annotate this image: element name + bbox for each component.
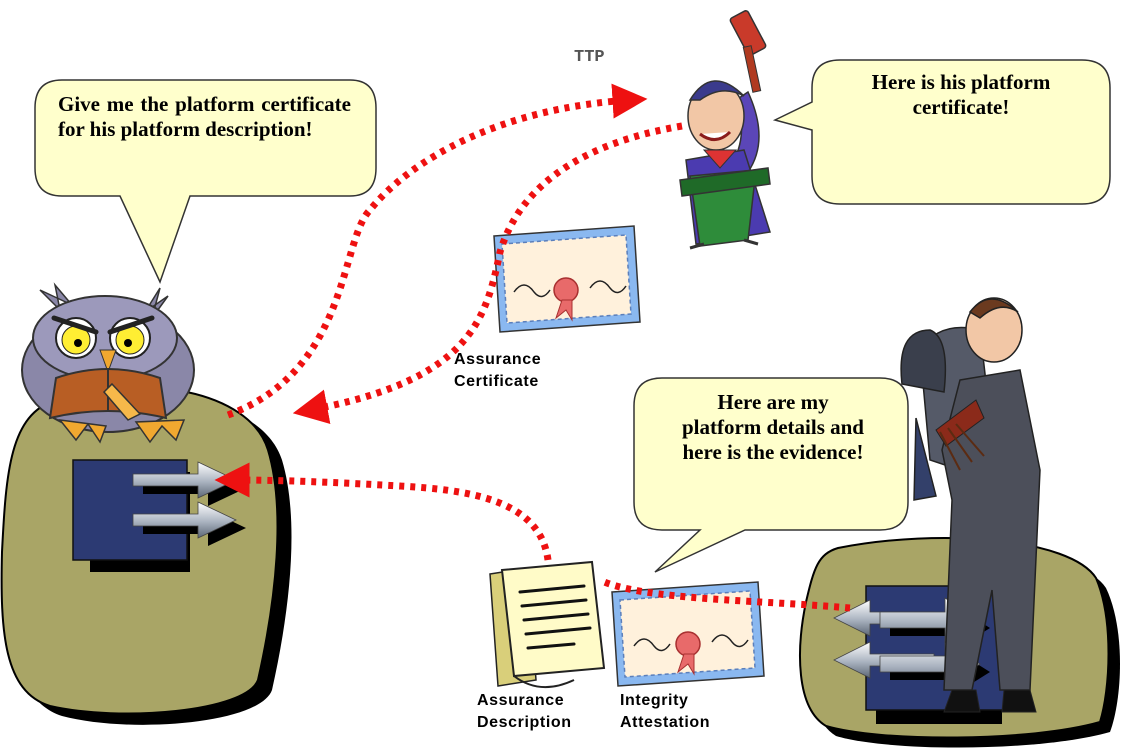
bubble-platform-owner-text: Here are my platform details and here is… [681, 390, 864, 464]
assurance-certificate-icon [493, 225, 641, 333]
bubble-verifier-text: Give me the platform certificate for his… [58, 92, 351, 141]
assurance-description-icon [489, 560, 606, 689]
assurance-certificate-label: Assurance Certificate [454, 351, 542, 390]
arrow-description-to-verifier [214, 462, 552, 561]
integrity-attestation-label: Integrity Attestation [620, 692, 711, 731]
integrity-attestation-icon [611, 581, 765, 687]
arrow-ttp-to-verifier [292, 122, 683, 424]
ttp-label: TTP [574, 48, 605, 67]
bubble-verifier [34, 79, 377, 284]
bubble-ttp [772, 59, 1111, 205]
assurance-description-label: Assurance Description [477, 692, 572, 731]
ttp-auctioneer-icon [679, 10, 771, 250]
owl-verifier-icon [21, 282, 195, 444]
link-attester-to-evidence [598, 576, 851, 612]
bubble-ttp-text: Here is his platform certificate! [871, 70, 1051, 119]
bubble-platform-owner [633, 377, 909, 573]
platform-owner-tailor-icon [900, 297, 1041, 713]
verifier-platform [0, 386, 292, 725]
arrow-verifier-to-ttp [226, 83, 648, 419]
